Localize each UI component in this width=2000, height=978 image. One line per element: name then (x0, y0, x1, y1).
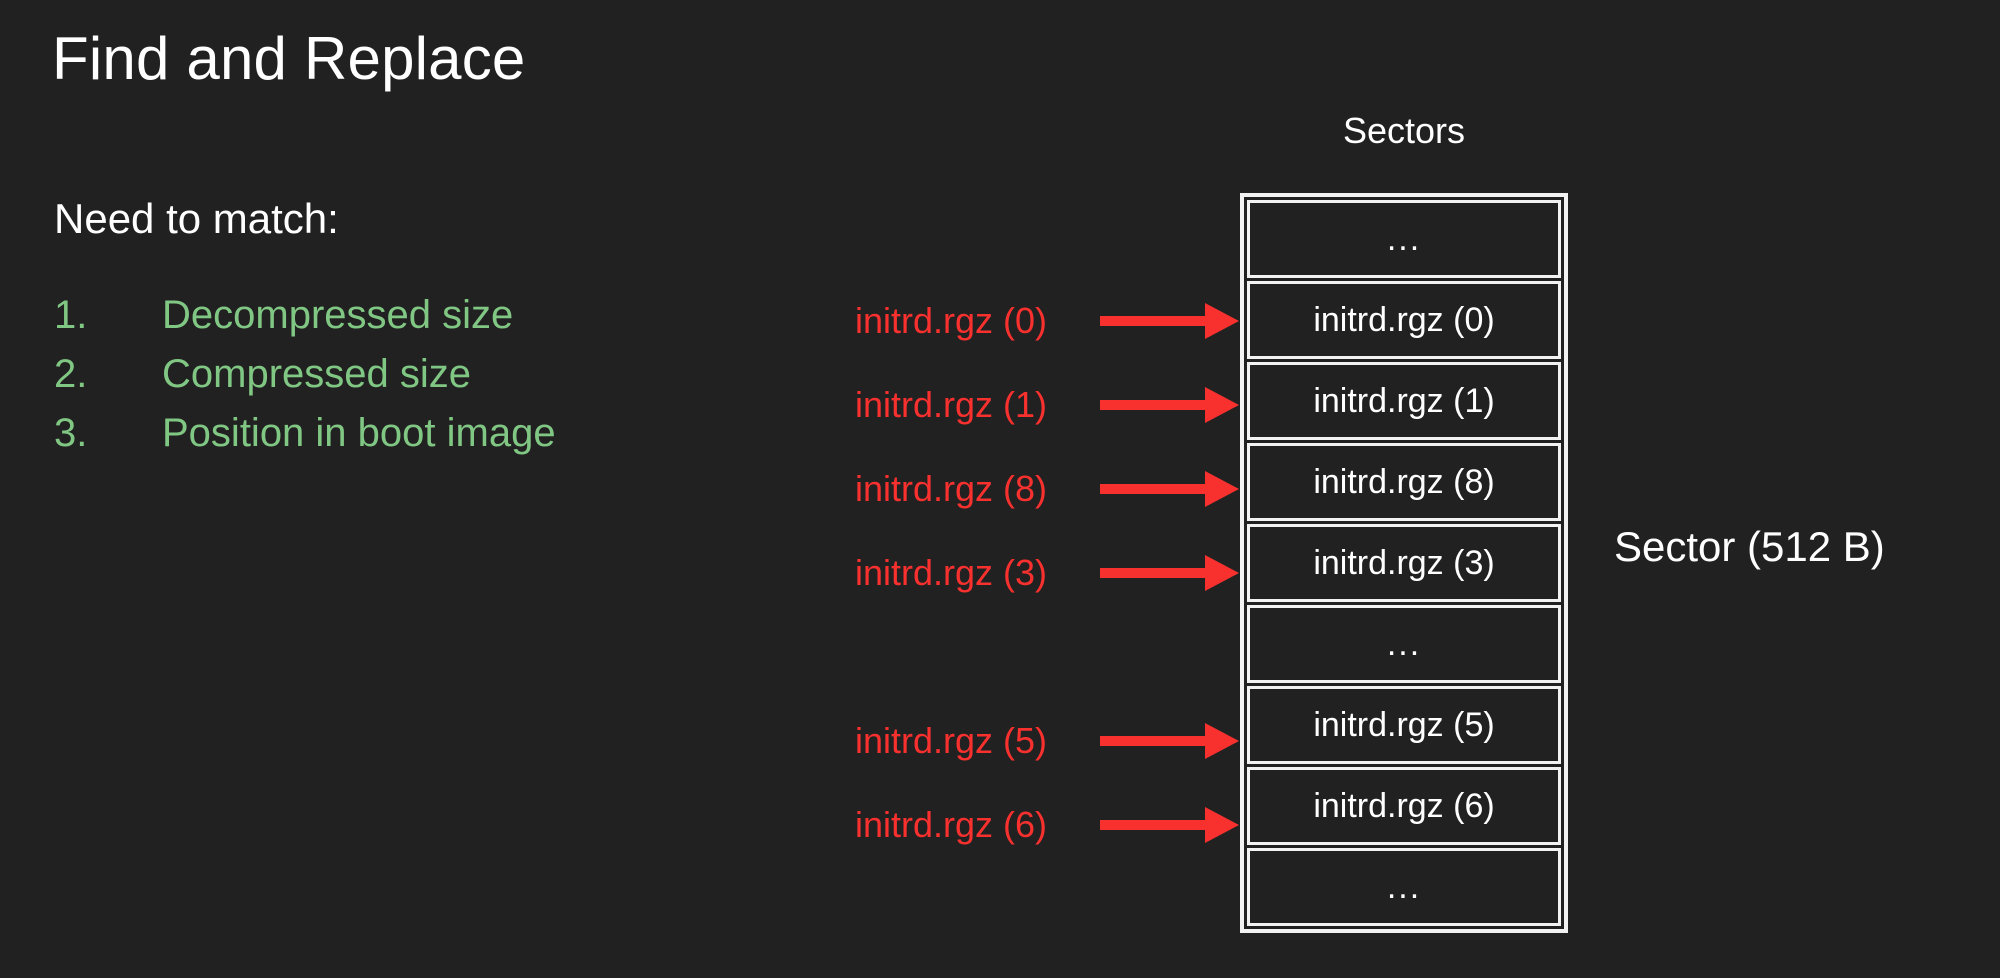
sector-size-label: Sector (512 B) (1614, 523, 1885, 570)
sector-annotation-arrow-icon (1100, 723, 1239, 759)
match-list-label: Decompressed size (162, 293, 514, 337)
sector-row-ellipsis: ... (1247, 200, 1561, 278)
sector-annotation-label: initrd.rgz (8) (855, 468, 1048, 509)
sector-annotation-label: initrd.rgz (0) (855, 300, 1048, 341)
sector-annotation-arrow-icon (1100, 555, 1239, 591)
sector-annotation-label: initrd.rgz (5) (855, 720, 1048, 761)
sector-row-ellipsis: ... (1247, 848, 1561, 926)
match-requirements-list: 1. Decompressed size 2. Compressed size 3. Po… (54, 286, 814, 463)
arrow-head (1205, 555, 1239, 591)
sector-annotation-arrow-icon (1100, 471, 1239, 507)
sector-row: initrd.rgz (0) (1247, 281, 1561, 359)
arrow-head (1205, 807, 1239, 843)
match-list-index: 1. (54, 293, 88, 337)
arrow-shaft (1100, 568, 1209, 578)
match-list-item: 3. Position in boot image (54, 404, 814, 463)
sector-annotation-label: initrd.rgz (1) (855, 384, 1048, 425)
match-list-label: Position in boot image (162, 411, 556, 455)
match-list-index: 2. (54, 352, 88, 396)
arrow-shaft (1100, 484, 1209, 494)
arrow-head (1205, 303, 1239, 339)
sector-row: initrd.rgz (8) (1247, 443, 1561, 521)
arrow-shaft (1100, 316, 1209, 326)
sector-annotation-label: initrd.rgz (6) (855, 804, 1048, 845)
sector-row: initrd.rgz (6) (1247, 767, 1561, 845)
sector-table: ...initrd.rgz (0)initrd.rgz (1)initrd.rg… (1240, 193, 1568, 933)
sector-row: initrd.rgz (5) (1247, 686, 1561, 764)
arrow-head (1205, 387, 1239, 423)
arrow-shaft (1100, 820, 1209, 830)
sector-row-ellipsis: ... (1247, 605, 1561, 683)
arrow-shaft (1100, 400, 1209, 410)
arrow-head (1205, 723, 1239, 759)
subheading-need-to-match: Need to match: (54, 195, 339, 242)
match-list-label: Compressed size (162, 352, 472, 396)
sector-annotation-label: initrd.rgz (3) (855, 552, 1048, 593)
arrow-shaft (1100, 736, 1209, 746)
sector-row: initrd.rgz (1) (1247, 362, 1561, 440)
arrow-head (1205, 471, 1239, 507)
match-list-index: 3. (54, 411, 88, 455)
sectors-heading: Sectors (1342, 110, 1466, 151)
page-title: Find and Replace (52, 25, 526, 92)
sector-annotation-arrow-icon (1100, 303, 1239, 339)
match-list-item: 1. Decompressed size (54, 286, 814, 345)
sector-annotation-arrow-icon (1100, 387, 1239, 423)
sector-row: initrd.rgz (3) (1247, 524, 1561, 602)
sector-annotation-arrow-icon (1100, 807, 1239, 843)
match-list-item: 2. Compressed size (54, 345, 814, 404)
